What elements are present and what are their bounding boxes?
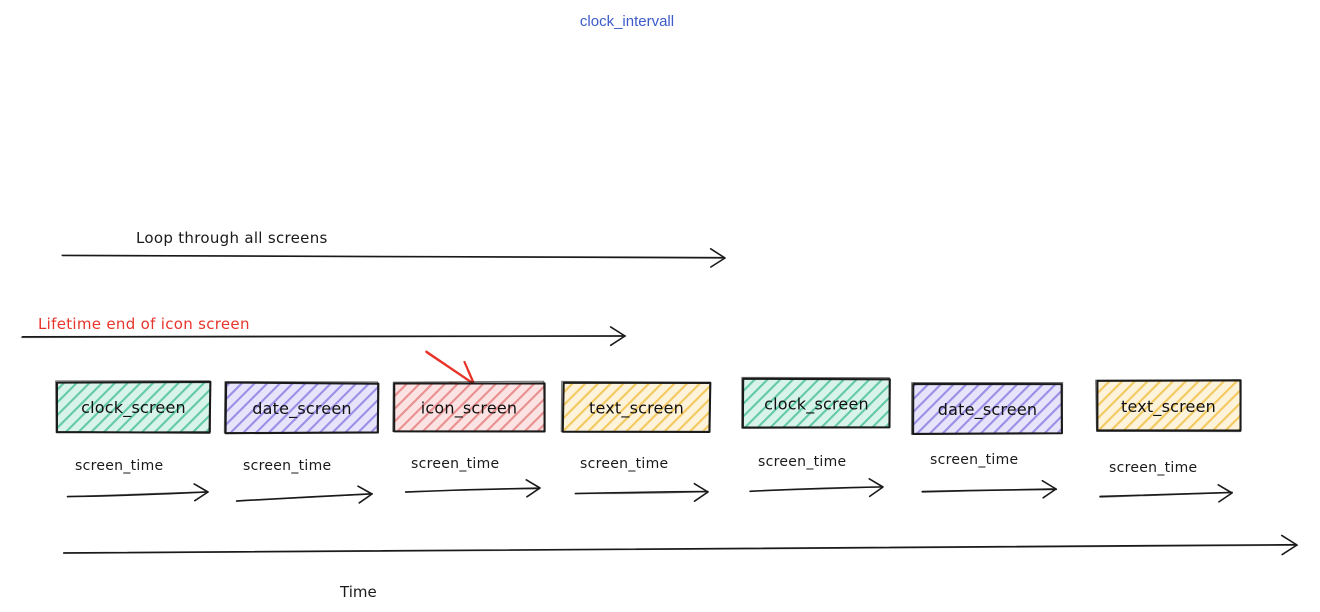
- sketch-line: [66, 491, 209, 498]
- arrow-head: [709, 248, 726, 268]
- pointer-layer: [425, 350, 476, 386]
- arrow-head: [357, 485, 373, 504]
- screen-box-clock-5: [741, 376, 891, 429]
- screen-time-arrow: [921, 479, 1058, 499]
- screen-time-arrow: [574, 482, 709, 502]
- screens-layer: clock_screen screen_time date_screenscreen…: [55, 376, 1242, 504]
- loop-through-all-screens-arrow: [61, 248, 726, 268]
- screen-block-text-4[interactable]: text_screen: [560, 380, 712, 433]
- screen-box-label: clock_screen: [81, 398, 186, 418]
- time-axis-layer: Time: [62, 534, 1299, 601]
- screen-time-group-3: screen_time: [404, 456, 541, 498]
- sketch-line: [235, 492, 373, 502]
- sketch-line: [61, 254, 726, 259]
- screen-time-label: screen_time: [243, 458, 331, 474]
- loop-through-all-screens-label: Loop through all screens: [136, 229, 328, 247]
- screen-box-label: clock_screen: [764, 395, 869, 415]
- screen-time-group-6: screen_time: [921, 452, 1058, 499]
- screen-time-group-1: screen_time: [66, 458, 209, 502]
- sketch-line: [921, 487, 1058, 493]
- screen-block-date-2[interactable]: date_screen: [223, 381, 380, 435]
- arrow-head: [1280, 534, 1298, 556]
- screen-time-label: screen_time: [930, 452, 1018, 468]
- screen-time-arrow: [66, 483, 209, 502]
- arrow-head: [1217, 484, 1233, 503]
- screen-box-label: text_screen: [589, 399, 684, 419]
- screen-box-label: text_screen: [1121, 397, 1216, 417]
- screen-box-date-6: [910, 381, 1064, 435]
- screen-time-label: screen_time: [1109, 460, 1197, 476]
- screen-box-icon-3: [392, 380, 546, 433]
- screen-box-clock-1: [55, 380, 212, 434]
- sketch-line: [62, 543, 1299, 554]
- sketch-line: [404, 487, 541, 493]
- loop-through-all-screens: Loop through all screens: [61, 229, 726, 268]
- screen-time-group-4: screen_time: [574, 456, 709, 502]
- lifetime-end-of-icon-screen-label: Lifetime end of icon screen: [38, 315, 250, 333]
- screen-time-group-5: screen_time: [749, 454, 884, 498]
- screen-block-clock-1[interactable]: clock_screen: [55, 380, 212, 434]
- lifetime-end-of-icon-screen: Lifetime end of icon screen: [20, 315, 626, 347]
- screen-box-text-4: [560, 380, 712, 433]
- arrow-head: [609, 326, 626, 347]
- screen-time-label: screen_time: [75, 458, 163, 474]
- screen-block-date-6[interactable]: date_screen: [910, 381, 1064, 435]
- screen-block-icon-3[interactable]: icon_screen: [392, 380, 546, 433]
- time-axis-arrow: [62, 534, 1299, 556]
- screen-box-label: date_screen: [938, 400, 1037, 420]
- screen-time-arrow: [404, 479, 541, 498]
- screen-time-group-7: screen_time: [1099, 460, 1233, 503]
- screen-time-arrow: [235, 485, 373, 504]
- red-pointer-arrow: [425, 350, 476, 386]
- sketch-line: [1099, 491, 1233, 498]
- screen-box-label: date_screen: [252, 399, 351, 419]
- sketch-line: [749, 486, 884, 493]
- screen-time-label: screen_time: [580, 456, 668, 472]
- arrow-head: [525, 479, 541, 498]
- arrow-head: [868, 478, 884, 498]
- screen-box-text-7: [1095, 379, 1242, 433]
- screen-box-label: icon_screen: [421, 399, 518, 419]
- sketch-line: [574, 490, 709, 495]
- page-title: clock_intervall: [580, 13, 674, 30]
- screen-box-date-2: [223, 381, 380, 435]
- screen-time-arrow: [749, 478, 884, 498]
- screen-time-label: screen_time: [411, 456, 499, 472]
- sketch-line: [20, 335, 626, 339]
- screen-time-group-2: screen_time: [235, 458, 373, 504]
- lifetime-end-of-icon-screen-arrow: [20, 326, 626, 347]
- screen-time-arrow: [1099, 484, 1233, 503]
- time-axis: Time: [62, 534, 1299, 601]
- arrow-head: [1041, 479, 1057, 499]
- screen-time-label: screen_time: [758, 454, 846, 470]
- time-axis-label: Time: [339, 583, 377, 601]
- screen-block-text-7[interactable]: text_screen: [1095, 379, 1242, 433]
- screen-block-clock-5[interactable]: clock_screen: [741, 376, 891, 429]
- arrow-head: [193, 483, 209, 502]
- arrow-head: [693, 482, 709, 502]
